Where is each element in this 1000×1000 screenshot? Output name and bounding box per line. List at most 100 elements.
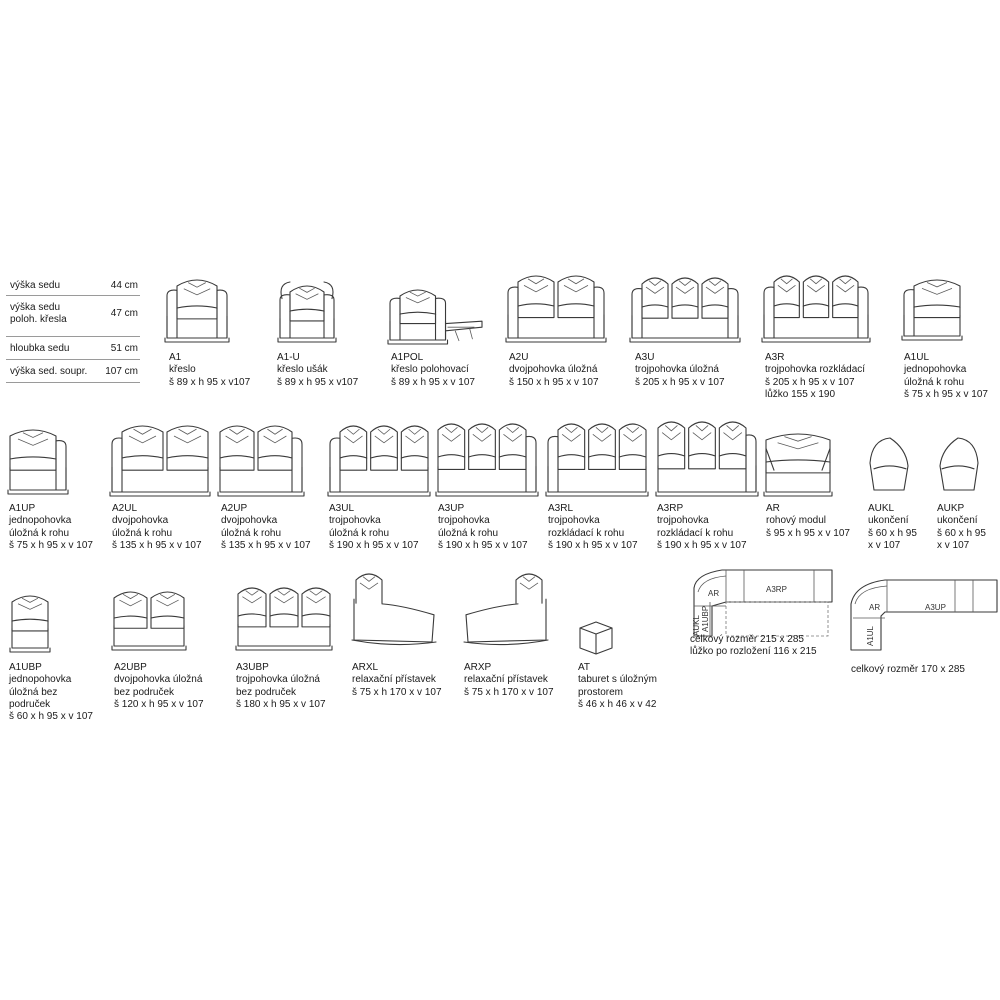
item-desc: trojpohovka xyxy=(548,515,600,527)
item-desc: š 205 x h 95 x v 107 xyxy=(765,376,855,388)
item-code: A3U xyxy=(635,352,655,363)
item-desc: trojpohovka úložná xyxy=(236,674,320,686)
item-code: AUKL xyxy=(868,503,895,514)
item-desc: prostorem xyxy=(578,686,624,698)
item-code: A2UL xyxy=(112,503,138,514)
spec-value: 51 cm xyxy=(110,343,138,354)
item-desc: š 135 x h 95 x v 107 xyxy=(221,539,311,551)
armless3-drawing xyxy=(235,582,333,651)
corner-drawing xyxy=(763,428,833,497)
spec-label: výška sed. soupr. xyxy=(10,366,88,377)
endR-drawing xyxy=(936,434,982,492)
item-desc: š 60 x h 95 xyxy=(937,527,986,539)
item-desc: š 75 x h 170 x v 107 xyxy=(464,686,554,698)
item-desc: trojpohovka xyxy=(657,515,709,527)
layout-diagram-left: AR A3RP A1UBP AUKL xyxy=(682,566,842,646)
item-desc: x v 107 xyxy=(868,539,901,551)
item-desc: úložná k rohu xyxy=(904,376,965,388)
item-code: A2UBP xyxy=(114,662,147,673)
item-desc: rozkládací k rohu xyxy=(657,527,734,539)
item-code: A1POL xyxy=(391,352,424,363)
item-desc: jednopohovka xyxy=(904,364,967,376)
cornerL1-drawing xyxy=(901,274,963,341)
spec-row: výška sedu 44 cm xyxy=(6,275,140,296)
item-desc: úložná k rohu xyxy=(9,527,70,539)
svg-text:AR: AR xyxy=(708,589,719,598)
relaxL-drawing xyxy=(351,568,437,646)
item-desc: ukončení xyxy=(937,515,978,527)
item-desc: š 46 x h 46 x v 42 xyxy=(578,698,657,710)
item-desc: trojpohovka úložná xyxy=(635,364,719,376)
relaxR-drawing xyxy=(463,568,549,646)
layout-left-caption: celkový rozměr 215 x 285 lůžko po rozlož… xyxy=(690,634,817,658)
layout-diagram-right: AR A3UP A1UL xyxy=(845,578,1000,658)
item-desc: úložná k rohu xyxy=(329,527,390,539)
endL-drawing xyxy=(866,434,912,492)
item-code: A3RP xyxy=(657,503,684,514)
item-desc: jednopohovka xyxy=(9,674,72,686)
item-desc: úložná k rohu xyxy=(438,527,499,539)
item-code: A1 xyxy=(169,352,182,363)
item-desc: dvojpohovka úložná xyxy=(509,364,598,376)
item-desc: š 135 x h 95 x v 107 xyxy=(112,539,202,551)
spec-label: hloubka sedu xyxy=(10,343,70,354)
item-desc: š 89 x h 95 x v107 xyxy=(169,376,251,388)
item-desc: relaxační přístavek xyxy=(352,674,436,686)
item-code: AR xyxy=(766,503,780,514)
cornerR3-drawing xyxy=(655,416,759,497)
cornerL3-drawing xyxy=(545,418,649,497)
item-code: A2UP xyxy=(221,503,248,514)
item-desc: bez područek xyxy=(114,686,175,698)
item-desc: trojpohovka rozkládací xyxy=(765,364,866,376)
svg-text:AUKL: AUKL xyxy=(692,615,701,636)
cornerR2-drawing xyxy=(217,420,305,497)
svg-text:A1UBP: A1UBP xyxy=(701,606,710,632)
item-desc: š 89 x h 95 x v107 xyxy=(277,376,359,388)
item-desc: ukončení xyxy=(868,515,909,527)
layout-left-drawing xyxy=(693,569,833,637)
item-desc: x v 107 xyxy=(937,539,970,551)
item-desc: š 190 x h 95 x v 107 xyxy=(329,539,419,551)
spec-value: 47 cm xyxy=(110,308,138,319)
wing-drawing xyxy=(277,280,337,343)
spec-label: výška sedu xyxy=(10,280,61,291)
item-desc: jednopohovka xyxy=(9,515,72,527)
item-code: A3UBP xyxy=(236,662,269,673)
chair-drawing xyxy=(164,274,230,343)
item-code: A1-U xyxy=(277,352,300,363)
item-desc: š 205 x h 95 x v 107 xyxy=(635,376,725,388)
svg-text:A3UP: A3UP xyxy=(925,603,946,612)
item-desc: š 120 x h 95 x v 107 xyxy=(114,698,204,710)
item-desc: š 89 x h 95 x v 107 xyxy=(391,376,475,388)
svg-text:A3RP: A3RP xyxy=(766,585,787,594)
item-desc: křeslo ušák xyxy=(277,364,328,376)
item-code: A3UL xyxy=(329,503,355,514)
sofa2-drawing xyxy=(505,270,607,343)
item-desc: křeslo xyxy=(169,364,196,376)
item-desc: úložná bez xyxy=(9,686,58,698)
item-desc: š 60 x h 95 x v 107 xyxy=(9,711,93,723)
item-desc: š 75 x h 170 x v 107 xyxy=(352,686,442,698)
item-desc: trojpohovka xyxy=(438,515,490,527)
item-desc: š 75 x h 95 x v 107 xyxy=(9,539,93,551)
item-desc: úložná k rohu xyxy=(221,527,282,539)
item-desc: dvojpohovka úložná xyxy=(114,674,203,686)
cornerL3-drawing xyxy=(327,420,431,497)
item-desc: š 150 x h 95 x v 107 xyxy=(509,376,599,388)
layout-right-labels: AR A3UP A1UL xyxy=(866,603,946,646)
svg-text:A1UL: A1UL xyxy=(866,625,875,646)
sofa3-drawing xyxy=(761,270,871,343)
item-code: ARXL xyxy=(352,662,379,673)
layout-right-drawing xyxy=(850,579,998,651)
